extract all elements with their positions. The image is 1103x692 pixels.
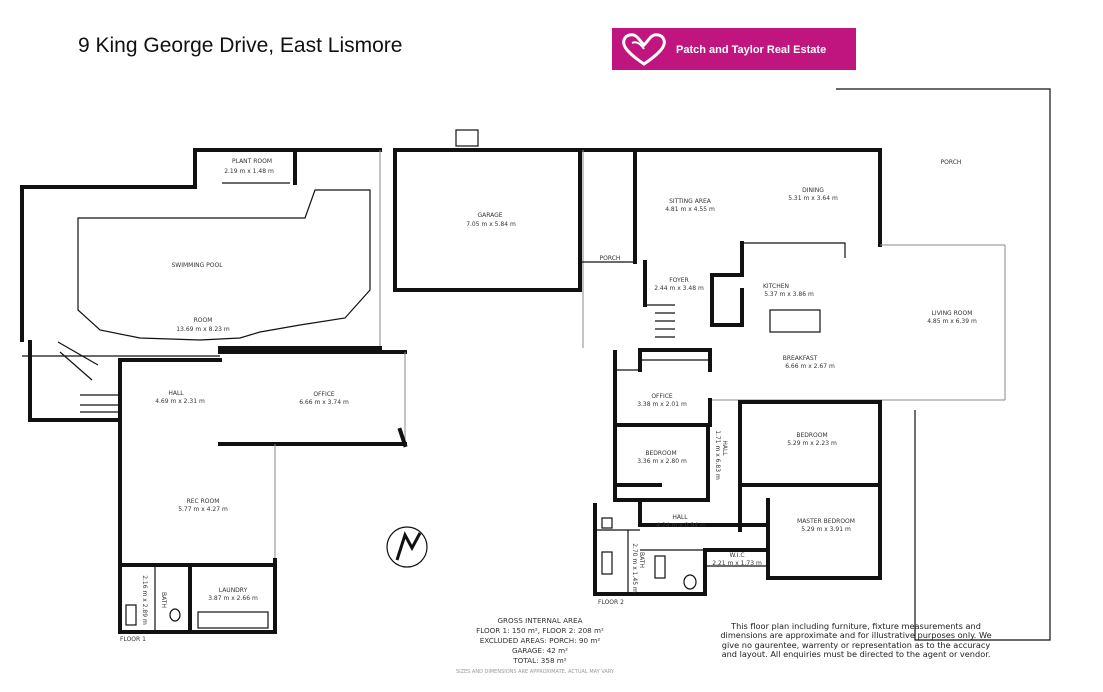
svg-text:13.69 m x 8.23 m: 13.69 m x 8.23 m [176,326,230,333]
label-office-floor1: OFFICE [313,391,335,398]
svg-text:6.66 m x 2.67 m: 6.66 m x 2.67 m [785,363,835,370]
floor-2-walls [580,88,1051,641]
room-labels: PLANT ROOM 2.19 m x 1.48 m SWIMMING POOL… [141,158,977,625]
area-floors: FLOOR 1: 150 m², FLOOR 2: 208 m² [476,626,604,635]
label-laundry: LAUNDRY [219,587,248,594]
disclaimer-text: This floor plan including furniture, fix… [720,621,992,660]
svg-text:2.16 m x 2.89 m: 2.16 m x 2.89 m [141,575,148,625]
north-arrow-icon [386,526,428,568]
agency-name: Patch and Taylor Real Estate [676,44,827,56]
label-plant-room: PLANT ROOM [232,158,272,165]
label-garage: GARAGE [477,212,502,219]
label-hall-lower: HALL [672,514,688,521]
label-porch-small: PORCH [600,255,621,262]
svg-text:7.05 m x 5.84 m: 7.05 m x 5.84 m [466,221,516,228]
label-bedroom-1: BEDROOM [645,450,676,457]
label-living-room: LIVING ROOM [932,310,973,317]
svg-text:4.24 m x 0.94 m: 4.24 m x 0.94 m [656,522,706,529]
label-dining: DINING [802,187,824,194]
label-wic: W.I.C [729,552,744,559]
area-summary: GROSS INTERNAL AREA FLOOR 1: 150 m², FLO… [440,616,640,666]
heart-logo-icon [622,33,666,66]
label-hall-floor2: HALL [721,440,728,456]
svg-text:5.77 m x 4.27 m: 5.77 m x 4.27 m [178,506,228,513]
floor-1-label: FLOOR 1 [120,636,146,643]
area-total: TOTAL: 358 m² [513,656,567,665]
floor-2-label: FLOOR 2 [598,599,624,606]
area-garage: GARAGE: 42 m² [511,646,569,655]
label-rec-room: REC ROOM [187,498,220,505]
label-breakfast: BREAKFAST [783,355,818,362]
area-excluded: EXCLUDED AREAS: PORCH: 90 m² [479,636,601,645]
area-title: GROSS INTERNAL AREA [497,616,583,625]
svg-text:4.69 m x 2.31 m: 4.69 m x 2.31 m [155,398,205,405]
svg-text:5.29 m x 3.91 m: 5.29 m x 3.91 m [801,526,851,533]
svg-text:4.85 m x 6.39 m: 4.85 m x 6.39 m [927,318,977,325]
label-foyer: FOYER [669,277,688,284]
label-hall-floor1: HALL [168,390,184,397]
svg-text:2.44 m x 3.48 m: 2.44 m x 3.48 m [654,285,704,292]
svg-text:3.38 m x 2.01 m: 3.38 m x 2.01 m [637,401,687,408]
svg-text:2.70 m x 1.45 m: 2.70 m x 1.45 m [631,543,638,593]
svg-text:2.21 m x 1.73 m: 2.21 m x 1.73 m [712,560,762,567]
footnote-text: SIZES AND DIMENSIONS ARE APPROXIMATE, AC… [455,669,615,675]
svg-text:3.36 m x 2.80 m: 3.36 m x 2.80 m [637,458,687,465]
svg-text:5.37 m x 3.86 m: 5.37 m x 3.86 m [764,291,814,298]
label-master-bedroom: MASTER BEDROOM [797,518,855,525]
label-porch-large: PORCH [941,159,962,166]
label-room: ROOM [194,317,213,324]
svg-text:6.66 m x 3.74 m: 6.66 m x 3.74 m [299,399,349,406]
svg-text:5.29 m x 2.23 m: 5.29 m x 2.23 m [787,440,837,447]
label-kitchen: KITCHEN [763,283,789,290]
label-bath-floor1: BATH [160,592,167,608]
label-sitting-area: SITTING AREA [669,198,712,205]
svg-text:1.71 m x 6.83 m: 1.71 m x 6.83 m [714,430,721,480]
floor-1-walls [20,148,408,634]
agency-banner: Patch and Taylor Real Estate [612,28,856,70]
label-swimming-pool: SWIMMING POOL [171,262,223,269]
garage-walls [393,129,582,292]
label-office-floor2: OFFICE [651,393,673,400]
svg-text:2.19 m x 1.48 m: 2.19 m x 1.48 m [224,168,274,175]
svg-text:3.87 m x 2.66 m: 3.87 m x 2.66 m [208,595,258,602]
label-bedroom-2: BEDROOM [796,432,827,439]
svg-text:4.81 m x 4.55 m: 4.81 m x 4.55 m [665,206,715,213]
property-address: 9 King George Drive, East Lismore [78,34,403,57]
label-bath-floor2: BATH [638,552,645,568]
svg-text:5.31 m x 3.64 m: 5.31 m x 3.64 m [788,195,838,202]
